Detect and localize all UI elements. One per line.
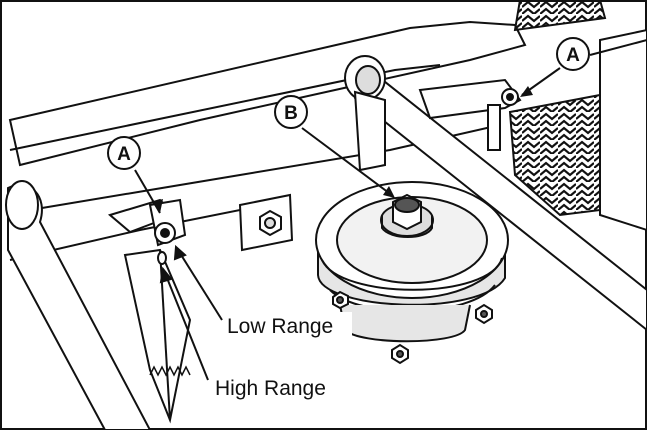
callout-b: B	[274, 95, 395, 198]
low-range-label-bg	[224, 312, 352, 338]
pulley-base-nuts	[332, 290, 493, 365]
high-range-leader	[159, 266, 209, 381]
rod-bracket	[353, 90, 386, 172]
callout-a-right-letter: A	[566, 45, 580, 66]
left-frame-tube	[5, 180, 152, 430]
low-range-label: Low Range	[227, 315, 333, 338]
callout-a-right: A	[520, 37, 590, 97]
pulley	[315, 181, 509, 343]
high-range-label: High Range	[215, 377, 326, 400]
spring	[149, 365, 191, 377]
tire	[508, 0, 607, 217]
callout-b-letter: B	[284, 103, 298, 124]
bar-bolt	[238, 193, 294, 252]
low-range-leader	[173, 244, 223, 321]
right-lift-arm	[418, 78, 522, 151]
high-range-label-bg	[212, 374, 360, 402]
callout-a-left-letter: A	[117, 144, 131, 165]
pivot-rod	[344, 55, 647, 332]
callout-a-left: A	[107, 136, 163, 214]
right-frame-panel	[589, 28, 647, 232]
